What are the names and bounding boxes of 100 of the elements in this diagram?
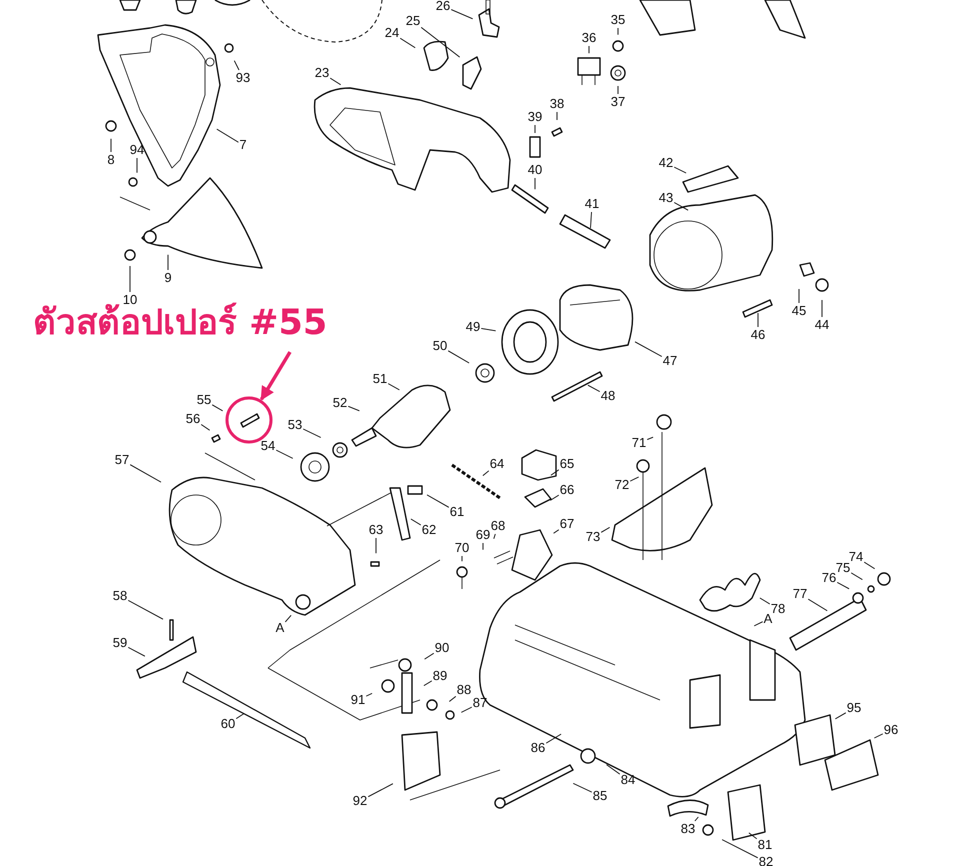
leader-line xyxy=(368,783,394,798)
leader-line xyxy=(674,202,689,211)
leader-line xyxy=(482,542,484,550)
leader-line xyxy=(588,46,590,54)
callout-number: 55 xyxy=(196,393,212,407)
callout-number: 84 xyxy=(620,773,636,787)
callout-number: 87 xyxy=(472,696,488,710)
callout-number: 58 xyxy=(112,589,128,603)
leader-line xyxy=(110,138,112,152)
leader-line xyxy=(850,572,863,580)
callout-number: 93 xyxy=(236,71,250,85)
leader-line xyxy=(400,38,416,48)
leader-line xyxy=(234,60,240,70)
arrow xyxy=(260,351,292,401)
callout-number: 8 xyxy=(107,153,115,167)
callout-number: 41 xyxy=(584,197,600,211)
leader-line xyxy=(534,124,536,134)
callout-number: 77 xyxy=(792,587,808,601)
callout-number: 36 xyxy=(582,31,596,45)
leader-line xyxy=(480,328,496,332)
callout-number: 9 xyxy=(164,271,172,285)
leader-line xyxy=(634,341,662,357)
callout-number: 72 xyxy=(614,478,630,492)
callout-number: 65 xyxy=(560,457,574,471)
callout-number: 45 xyxy=(792,304,806,318)
callout-number: 48 xyxy=(600,389,616,403)
leader-line xyxy=(302,428,322,438)
callout-number: 96 xyxy=(884,723,898,737)
leader-line xyxy=(448,696,456,702)
callout-number: 94 xyxy=(130,143,144,157)
leader-line xyxy=(136,158,138,174)
callout-number: 59 xyxy=(112,636,128,650)
callout-number: 47 xyxy=(662,354,678,368)
leader-line xyxy=(366,692,373,697)
callout-number: 50 xyxy=(432,339,448,353)
leader-line xyxy=(606,764,620,775)
callout-number: 92 xyxy=(352,794,368,808)
leader-line xyxy=(493,534,496,540)
leader-line xyxy=(556,112,558,120)
callout-number: 82 xyxy=(758,855,774,866)
callout-number: 35 xyxy=(610,13,626,27)
leader-line xyxy=(423,680,432,686)
callout-number: 64 xyxy=(490,457,504,471)
callout-number: 70 xyxy=(454,541,470,555)
leader-line xyxy=(754,621,764,626)
leader-line xyxy=(420,26,460,58)
leader-line xyxy=(874,733,884,738)
callout-number: 60 xyxy=(220,717,236,731)
callout-number: 62 xyxy=(422,523,436,537)
callout-number: 26 xyxy=(436,0,450,13)
callout-number: 56 xyxy=(186,412,200,426)
leader-line xyxy=(834,712,846,720)
callout-number: 76 xyxy=(822,571,836,585)
leader-line xyxy=(808,598,828,612)
leader-line xyxy=(128,646,146,657)
leader-line xyxy=(550,469,560,476)
callout-number: 83 xyxy=(680,822,696,836)
leader-line xyxy=(722,839,758,858)
callout-number: 7 xyxy=(239,138,247,152)
callout-number: 69 xyxy=(476,528,490,542)
leader-line xyxy=(426,494,450,508)
callout-number: 81 xyxy=(758,838,772,852)
leader-line xyxy=(534,178,536,190)
callout-number: 89 xyxy=(432,669,448,683)
leader-line xyxy=(748,832,758,840)
leader-line xyxy=(550,494,560,501)
callout-number: 37 xyxy=(610,95,626,109)
callout-number: 78 xyxy=(770,602,786,616)
callout-number: 66 xyxy=(560,483,574,497)
callout-number: 95 xyxy=(846,701,862,715)
callout-number: 57 xyxy=(114,453,130,467)
callout-number: 40 xyxy=(528,163,542,177)
leader-line xyxy=(348,406,360,412)
leader-line xyxy=(590,212,592,228)
leader-line xyxy=(572,782,592,793)
leader-line xyxy=(200,424,210,431)
callout-number: 44 xyxy=(814,318,830,332)
leader-line xyxy=(460,706,472,713)
callout-number: 86 xyxy=(530,741,546,755)
leader-line xyxy=(410,518,422,526)
leader-line xyxy=(600,526,610,533)
callout-number: 46 xyxy=(750,328,766,342)
callout-number: 54 xyxy=(260,439,276,453)
leader-line xyxy=(759,598,770,604)
leader-line xyxy=(284,614,292,622)
callout-number: 25 xyxy=(406,14,420,28)
callout-number: 73 xyxy=(586,530,600,544)
leader-line xyxy=(630,476,640,482)
callout-number: 75 xyxy=(836,561,850,575)
callout-number: 61 xyxy=(450,505,464,519)
leader-line xyxy=(798,288,800,304)
callout-number: A xyxy=(764,612,772,626)
callout-number: 68 xyxy=(490,519,506,533)
leader-line xyxy=(864,562,876,570)
callout-number: 51 xyxy=(372,372,388,386)
leader-line xyxy=(450,9,474,20)
callout-number: 67 xyxy=(560,517,574,531)
leader-line xyxy=(553,529,560,534)
leader-line xyxy=(212,404,224,412)
callout-number: 10 xyxy=(122,293,138,307)
